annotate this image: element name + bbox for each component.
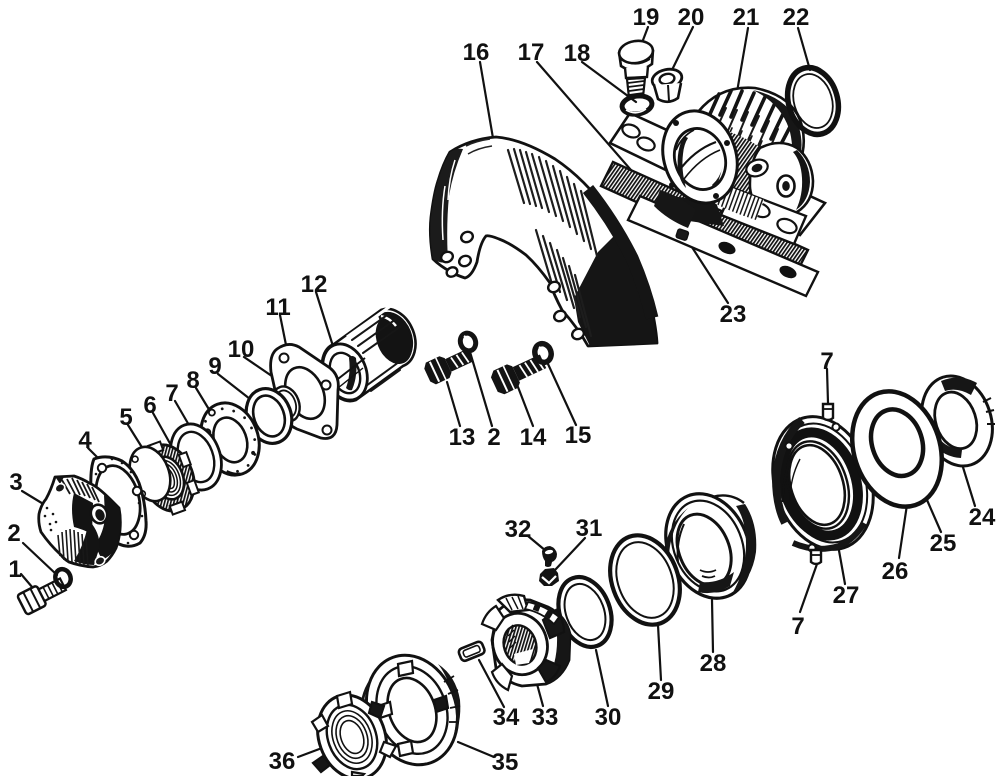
svg-text:2: 2 — [487, 424, 500, 451]
svg-text:24: 24 — [969, 504, 996, 531]
svg-text:21: 21 — [733, 4, 760, 31]
svg-text:12: 12 — [301, 271, 328, 298]
svg-text:14: 14 — [520, 424, 547, 451]
svg-text:28: 28 — [700, 650, 727, 677]
svg-text:2: 2 — [7, 520, 20, 547]
svg-text:8: 8 — [186, 367, 199, 394]
svg-text:11: 11 — [265, 294, 290, 321]
svg-text:31: 31 — [576, 515, 603, 542]
svg-text:33: 33 — [532, 704, 559, 731]
svg-text:19: 19 — [633, 4, 660, 31]
svg-text:10: 10 — [228, 336, 255, 363]
svg-text:6: 6 — [143, 392, 156, 419]
svg-text:20: 20 — [678, 4, 705, 31]
svg-text:5: 5 — [119, 404, 132, 431]
svg-text:23: 23 — [720, 301, 747, 328]
svg-text:4: 4 — [78, 427, 92, 454]
svg-text:13: 13 — [449, 424, 476, 451]
svg-text:17: 17 — [518, 39, 545, 66]
svg-text:26: 26 — [882, 558, 909, 585]
svg-text:36: 36 — [269, 748, 296, 775]
svg-text:7: 7 — [820, 348, 833, 375]
svg-text:16: 16 — [463, 39, 490, 66]
svg-text:1: 1 — [8, 556, 21, 583]
svg-text:22: 22 — [783, 4, 810, 31]
svg-text:35: 35 — [492, 749, 519, 776]
svg-text:25: 25 — [930, 530, 957, 557]
svg-text:34: 34 — [493, 704, 520, 731]
svg-text:7: 7 — [165, 380, 178, 407]
svg-text:30: 30 — [595, 704, 622, 731]
svg-text:15: 15 — [565, 422, 592, 449]
svg-text:27: 27 — [833, 582, 860, 609]
svg-text:3: 3 — [9, 469, 22, 496]
svg-text:7: 7 — [791, 613, 804, 640]
svg-text:18: 18 — [564, 40, 591, 67]
svg-text:9: 9 — [208, 353, 221, 380]
svg-text:32: 32 — [505, 516, 532, 543]
svg-text:29: 29 — [648, 678, 675, 705]
